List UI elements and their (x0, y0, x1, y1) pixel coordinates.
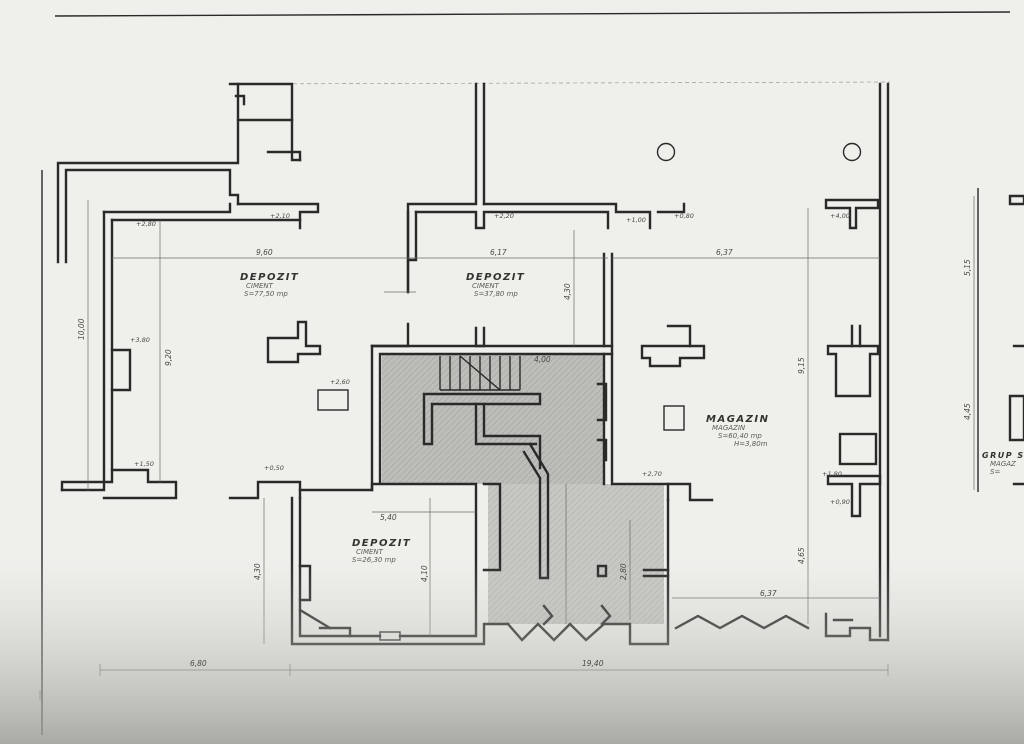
dim-lower-height: 4,30 (253, 563, 262, 580)
elevation-mark: +0,90 (830, 498, 850, 506)
dim-depozit1-depth: 9,20 (164, 349, 173, 366)
room-height: H=3,80m (734, 440, 768, 448)
dim-total-left: 6,80 (190, 659, 207, 668)
room-line: CIMENT (472, 282, 500, 290)
room-label-magazin: MAGAZIN MAGAZIN S=60,40 mp H=3,80m (706, 414, 769, 448)
elevation-mark: +0,50 (264, 464, 284, 472)
room-line: MAGAZIN (712, 424, 746, 432)
elevation-mark: +2,20 (494, 212, 514, 220)
room-label-depozit-3: DEPOZIT CIMENT S=26,30 mp (352, 538, 411, 564)
room-line: MAGAZ (990, 460, 1016, 468)
elevation-mark: +1,50 (134, 460, 154, 468)
room-area: S= (990, 468, 1000, 476)
dim-right-mid: 4,45 (963, 403, 972, 420)
room-area: S=26,30 mp (352, 556, 396, 564)
dim-magazin-width: 6,37 (716, 248, 733, 257)
room-area: S=37,80 mp (474, 290, 518, 298)
dimension-labels: 6,80 19,40 10,00 9,60 9,20 4,30 4,10 6,3… (77, 248, 972, 668)
room-title: DEPOZIT (466, 272, 525, 283)
elevation-mark: +2,70 (642, 470, 662, 478)
dim-lower-inner: 4,10 (420, 565, 429, 582)
room-label-depozit-1: DEPOZIT CIMENT S=77,50 mp (240, 272, 299, 298)
room-title: GRUP SAN (982, 451, 1024, 460)
dim-lower-right: 2,80 (619, 563, 628, 580)
elevation-mark: +2,80 (136, 220, 156, 228)
dim-depozit1-width: 9,60 (256, 248, 273, 257)
room-label-depozit-2: DEPOZIT CIMENT S=37,80 mp (466, 272, 525, 298)
dim-magazin-lower: 4,65 (797, 547, 806, 564)
room-line: CIMENT (246, 282, 274, 290)
elevation-mark: +1,80 (822, 470, 842, 478)
dim-magazin-depth: 9,15 (797, 357, 806, 374)
elevation-mark: +1,00 (626, 216, 646, 224)
elevation-mark: +3,80 (130, 336, 150, 344)
elevation-mark: +0,80 (674, 212, 694, 220)
room-title: DEPOZIT (352, 538, 411, 549)
room-title: DEPOZIT (240, 272, 299, 283)
room-area: S=77,50 mp (244, 290, 288, 298)
elevation-markers: +2,80 +2,10 +2,20 +1,00 +0,80 +4,00 +3,8… (130, 212, 850, 506)
room-label-grup-sanitar: GRUP SAN MAGAZ S= (982, 451, 1024, 476)
dim-left-height: 10,00 (77, 318, 86, 340)
dim-stair-width: 4,00 (534, 355, 551, 364)
elevation-mark: +4,00 (830, 212, 850, 220)
room-line: CIMENT (356, 548, 384, 556)
room-title: MAGAZIN (706, 414, 769, 425)
elevation-mark: +2,60 (330, 378, 350, 386)
dim-total-main: 19,40 (582, 659, 604, 668)
dim-magazin-bottom: 6,37 (760, 589, 777, 598)
dim-corridor: 5,40 (380, 513, 397, 522)
room-area: S=60,40 mp (718, 432, 762, 440)
dim-right-top: 5,15 (963, 259, 972, 276)
elevation-mark: +2,10 (270, 212, 290, 220)
dim-depozit2-depth: 4,30 (563, 283, 572, 300)
dim-depozit2-width: 6,17 (490, 248, 507, 257)
